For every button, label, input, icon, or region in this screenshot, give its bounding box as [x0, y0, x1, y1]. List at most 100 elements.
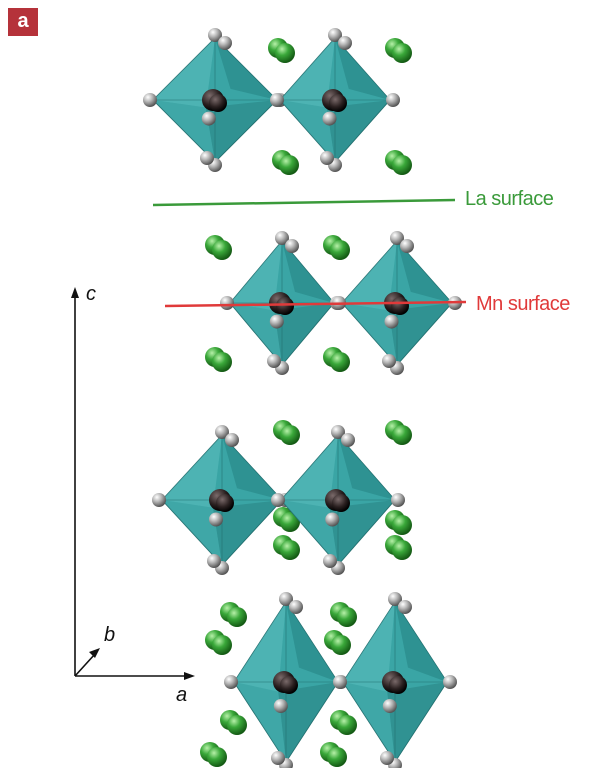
la-atom-pair: [323, 235, 350, 260]
la-atom: [212, 240, 232, 260]
oxygen-atom: [333, 675, 347, 689]
octahedron-face: [213, 500, 282, 565]
axis-system: [71, 287, 195, 680]
octahedron-face: [280, 38, 335, 108]
la-atom-pair: [220, 710, 247, 735]
la-surface-line: [152, 198, 456, 207]
oxygen-atom: [289, 600, 303, 614]
la-atom: [275, 43, 295, 63]
octahedron-face: [162, 435, 222, 508]
oxygen-atom: [269, 314, 284, 329]
mno6-octahedron: [271, 425, 405, 575]
la-atom-pair: [205, 630, 232, 655]
octahedron-face: [326, 100, 390, 162]
la-atom-pair: [385, 150, 412, 175]
la-atom-pair: [273, 507, 300, 532]
mn-atom: [329, 94, 347, 112]
octahedron-face: [387, 682, 447, 762]
octahedron-face: [281, 435, 338, 508]
oxygen-atom: [331, 425, 345, 439]
oxygen-atom: [443, 675, 457, 689]
octahedron-face: [286, 602, 338, 682]
la-atom: [392, 155, 412, 175]
oxygen-atom: [152, 493, 166, 507]
oxygen-atom: [209, 512, 223, 527]
oxygen-atom: [267, 354, 281, 368]
oxygen-atom: [323, 554, 337, 568]
oxygen-atom: [220, 296, 234, 310]
la-atom: [227, 715, 247, 735]
la-atom-pair: [330, 710, 357, 735]
la-atom: [212, 635, 232, 655]
octahedron-face: [395, 602, 447, 682]
la-atom-pair: [324, 630, 351, 655]
oxygen-atom: [201, 111, 216, 126]
b-axis: [74, 653, 96, 677]
la-atom-pair: [205, 235, 232, 260]
octahedron-face: [222, 435, 282, 500]
oxygen-atom: [225, 433, 239, 447]
octahedron-face: [234, 682, 286, 762]
la-surface-label: La surface: [465, 188, 554, 210]
oxygen-atom: [328, 28, 342, 42]
oxygen-atom: [320, 151, 334, 165]
octahedron-face: [162, 500, 222, 565]
la-atom-pair: [268, 38, 295, 63]
la-atom-pair: [273, 535, 300, 560]
oxygen-atom: [341, 433, 355, 447]
mno6-octahedron: [333, 592, 457, 768]
la-atom: [330, 352, 350, 372]
oxygen-atom: [285, 239, 299, 253]
octahedron-face: [342, 303, 397, 365]
octahedron-face: [230, 241, 282, 311]
la-atom: [330, 240, 350, 260]
la-atom-pair: [200, 742, 227, 767]
octahedron-face: [329, 500, 395, 565]
octahedron-face: [234, 602, 286, 692]
oxygen-atom: [386, 93, 400, 107]
a-axis-arrowhead: [184, 672, 195, 680]
oxygen-atom: [384, 314, 399, 329]
oxygen-atom: [279, 592, 293, 606]
a-axis-label: a: [176, 684, 188, 706]
la-atom: [327, 747, 347, 767]
la-atom: [337, 715, 357, 735]
octahedron-face: [281, 500, 338, 565]
la-atom-pair: [330, 602, 357, 627]
mn-atom: [276, 297, 294, 315]
la-atom: [337, 607, 357, 627]
oxygen-atom: [270, 93, 284, 107]
oxygen-atom: [224, 675, 238, 689]
la-atom: [392, 425, 412, 445]
octahedron-face: [280, 100, 335, 162]
oxygen-atom: [338, 36, 352, 50]
oxygen-atom: [382, 354, 396, 368]
oxygen-atom: [391, 493, 405, 507]
la-atom-pair: [385, 38, 412, 63]
mn-atom: [389, 676, 407, 694]
oxygen-atom: [398, 600, 412, 614]
la-atom-pair: [385, 535, 412, 560]
la-atom-pair: [323, 347, 350, 372]
b-axis-label: b: [104, 624, 116, 646]
la-atom: [392, 540, 412, 560]
mno6-octahedron: [152, 425, 292, 575]
la-atom-pair: [220, 602, 247, 627]
octahedron-face: [230, 303, 282, 365]
oxygen-atom: [390, 231, 404, 245]
mn-surface-label: Mn surface: [476, 293, 570, 315]
octahedron-face: [205, 100, 277, 162]
la-atom: [279, 155, 299, 175]
la-atom-pair: [205, 347, 232, 372]
octahedron-face: [397, 241, 452, 303]
la-atom-pair: [320, 742, 347, 767]
la-atom-pair: [273, 420, 300, 445]
oxygen-atom: [388, 592, 402, 606]
oxygen-atom: [273, 699, 288, 713]
c-axis-arrowhead: [71, 287, 79, 298]
octahedron-face: [343, 602, 395, 692]
mno6-octahedron: [224, 592, 348, 768]
oxygen-atom: [218, 36, 232, 50]
octahedron-face: [278, 682, 338, 762]
octahedron-face: [153, 100, 215, 162]
